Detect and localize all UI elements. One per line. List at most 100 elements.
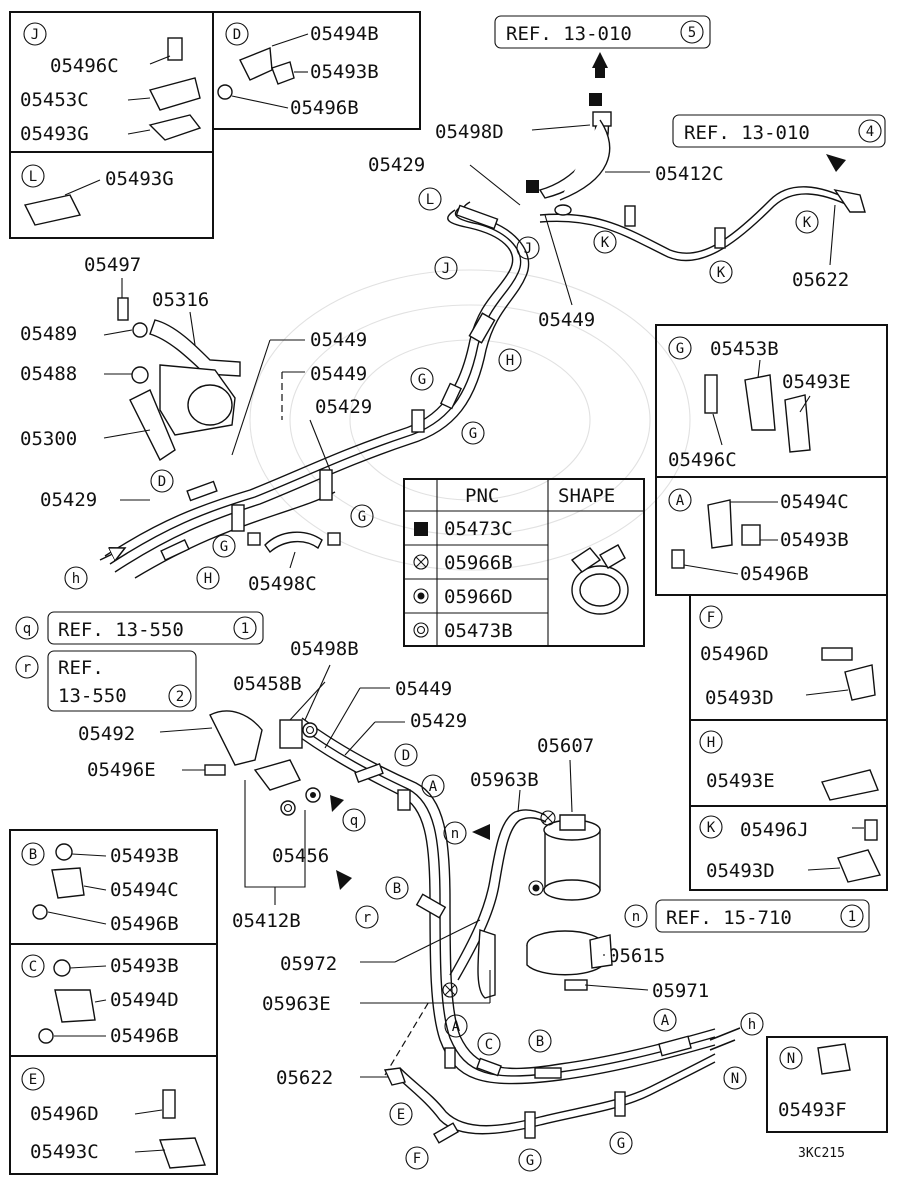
circle-h-left: h [64,566,88,590]
label-05622-top: 05622 [792,269,849,291]
circle-G-c: G [350,504,374,528]
inset-N-letter: N [787,1051,795,1067]
ref-13-010-5: REF. 13-010 5 [494,15,711,49]
legend-pnc-1: 05473C [444,518,513,540]
ref-r-line1: REF. [58,657,104,679]
label-05449-b: 05449 [310,363,367,385]
circle-x-icon [413,554,429,570]
ref-q-letter: q [23,621,31,637]
fuel-filter-canister [472,759,601,901]
circle-G-a: G [410,367,434,391]
double-circle-icon [413,622,429,638]
circle-J-b: J [434,256,458,280]
inset-F-part-1: 05496D [700,643,769,665]
label-05449-top: 05449 [538,309,595,331]
legend-header-pnc: PNC [465,485,499,507]
circle-N-low: N [723,1066,747,1090]
circle-A-b: A [444,1014,468,1038]
svg-text:A: A [429,779,438,795]
pipe-clips [160,204,726,1144]
inset-box-N: N 05493F [766,1036,888,1133]
svg-text:r: r [363,910,371,926]
inset-B-part-2: 05494C [110,879,179,901]
inset-B-letter: B [29,847,37,863]
inset-G-part-1: 05453B [710,338,779,360]
svg-text:h: h [748,1017,756,1033]
canister-bracket [526,930,613,991]
label-05963B: 05963B [470,769,539,791]
label-05607: 05607 [537,735,594,757]
inset-B-part-1: 05493B [110,845,179,867]
ref-n-num: 1 [848,909,856,925]
inset-E-part-1: 05496D [30,1103,99,1125]
label-05458B: 05458B [233,673,302,695]
ref-r-num: 2 [176,689,184,705]
ref-n-text: REF. 15-710 [666,907,792,929]
svg-text:D: D [158,474,166,490]
label-05316: 05316 [152,289,209,311]
svg-text:E: E [397,1107,405,1123]
label-05972: 05972 [280,953,337,975]
circle-L-upper: L [418,187,442,211]
ref-q-num: 1 [241,621,249,637]
svg-text:B: B [393,881,401,897]
inset-H-letter: H [707,735,715,751]
inset-L-part-1: 05493G [105,168,174,190]
circle-r-mid: r [355,905,379,929]
svg-text:H: H [204,571,212,587]
inset-L-letter: L [29,169,37,185]
svg-text:F: F [413,1151,421,1167]
inset-C-part-1: 05493B [110,955,179,977]
filled-square-icon [414,522,428,536]
canister-assembly: 05497 05316 05489 05488 05300 [20,254,241,462]
circle-G-e: G [518,1148,542,1172]
svg-text:L: L [426,192,434,208]
ref-n: n REF. 15-710 1 [624,899,870,933]
svg-text:J: J [442,261,450,277]
inset-J-part-2: 05453C [20,89,89,111]
circle-A-c: A [653,1008,677,1032]
inset-H-part-1: 05493E [706,770,775,792]
ref-13-010-4: REF. 13-010 4 [672,114,886,148]
inset-J-letter: J [31,27,39,43]
circle-G-f: G [609,1131,633,1155]
inset-B-part-3: 05496B [110,913,179,935]
svg-text:D: D [402,748,410,764]
svg-text:G: G [358,509,366,525]
circle-D-upper: D [150,469,174,493]
inset-box-A: A 05494C 05493B 05496B [655,476,888,596]
circle-B-mid: B [385,876,409,900]
inset-box-J: J 05496C 05453C 05493G [9,11,214,153]
ref-q: q REF. 13-550 1 [15,611,264,645]
circle-K-a: K [593,230,617,254]
inset-K-part-1: 05496J [740,819,809,841]
ref-r-line2: 13-550 [58,685,127,707]
inset-K-letter: K [707,820,716,836]
label-05429-top: 05429 [368,154,425,176]
label-05429-low: 05429 [410,710,467,732]
legend-table: PNC SHAPE 05473C 05966B 05966D 05473B [403,478,645,647]
circle-G-d: G [212,534,236,558]
ref-top-center-text: REF. 13-010 [506,23,632,45]
inset-A-part-3: 05496B [740,563,809,585]
inset-box-K: K 05496J 05493D [689,805,888,891]
svg-text:h: h [72,571,80,587]
svg-text:K: K [717,265,726,281]
label-05498D: 05498D [435,121,504,143]
circle-h-right: h [740,1012,764,1036]
svg-text:N: N [731,1071,739,1087]
legend-pnc-4: 05473B [444,620,513,642]
pipe-clamp-letters: L J J K K K H G G G G D H h D A q n B r … [64,187,819,1172]
label-05963E: 05963E [262,993,331,1015]
circle-D-lower: D [394,743,418,767]
label-05496E: 05496E [87,759,156,781]
inset-C-part-3: 05496B [110,1025,179,1047]
circle-C-low: C [477,1032,501,1056]
circle-J-a: J [516,236,540,260]
ref-top-center-num: 5 [688,25,696,41]
label-05449-low: 05449 [395,678,452,700]
circle-K-b: K [709,260,733,284]
inset-box-E: E 05496D 05493C [9,1055,218,1175]
inset-box-G: G 05453B 05493E 05496C [655,324,888,478]
